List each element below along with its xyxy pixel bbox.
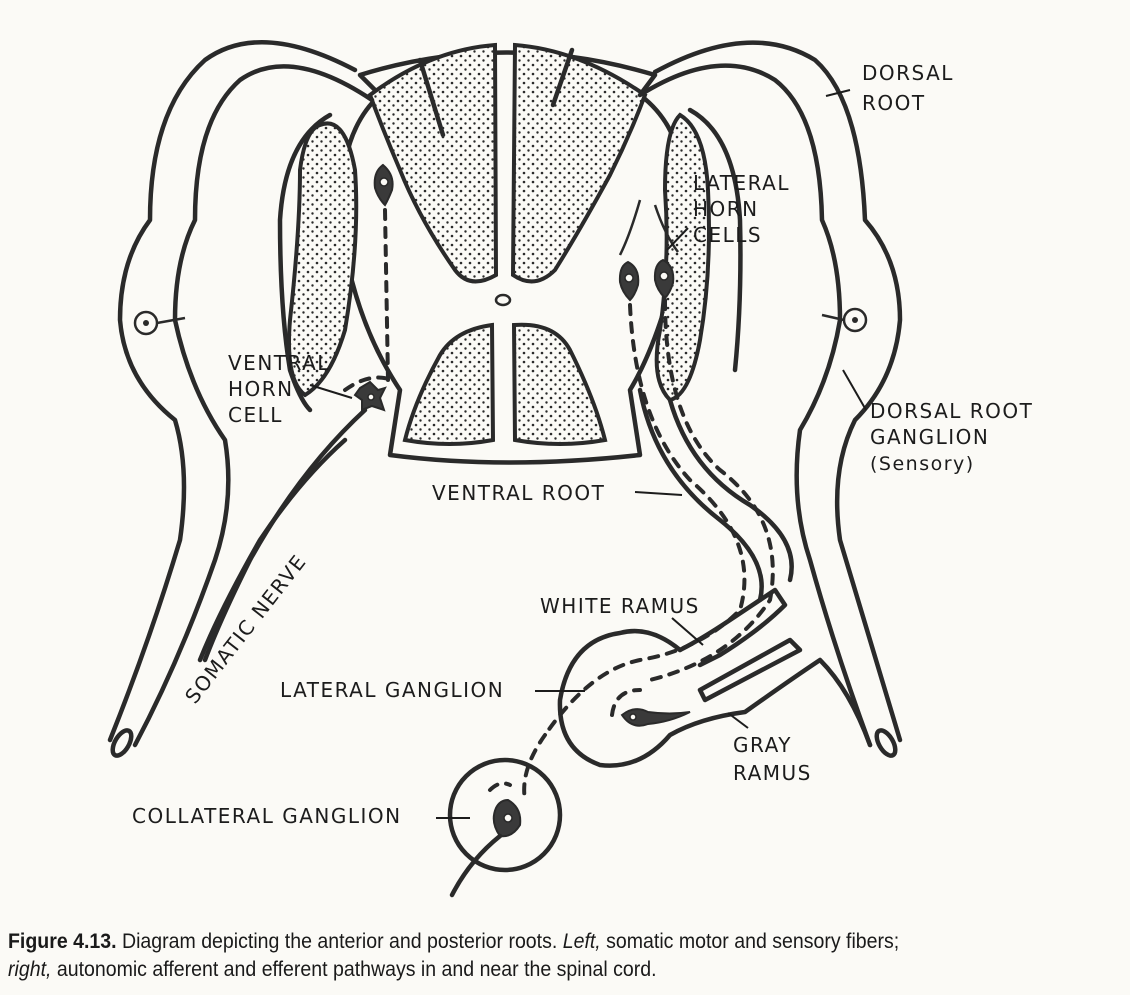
svg-text:WHITE RAMUS: WHITE RAMUS xyxy=(540,594,700,618)
figure-number: Figure 4.13. xyxy=(8,930,117,953)
dorsal-grey-right xyxy=(510,42,648,284)
ventral-grey-left xyxy=(402,322,496,446)
svg-text:VENTRAL ROOT: VENTRAL ROOT xyxy=(432,481,605,505)
left-nerve xyxy=(107,39,394,758)
label-dorsal-root-ganglion: DORSAL ROOT GANGLION (Sensory) xyxy=(842,369,1033,475)
label-collateral-ganglion: COLLATERAL GANGLION xyxy=(132,804,470,828)
label-lateral-ganglion: LATERAL GANGLION xyxy=(280,678,585,702)
svg-text:HORN: HORN xyxy=(693,197,759,221)
svg-text:LATERAL GANGLION: LATERAL GANGLION xyxy=(280,678,504,702)
svg-text:LATERAL: LATERAL xyxy=(693,171,790,195)
svg-text:RAMUS: RAMUS xyxy=(733,761,812,785)
lateral-grey-right xyxy=(654,112,711,403)
central-canal xyxy=(494,293,512,307)
lateral-ganglion xyxy=(557,587,873,768)
svg-text:ROOT: ROOT xyxy=(862,91,926,115)
svg-text:GANGLION: GANGLION xyxy=(870,425,989,449)
spinal-cord xyxy=(287,42,711,465)
lateral-ganglion-cell xyxy=(620,708,691,727)
svg-text:(Sensory): (Sensory) xyxy=(870,453,975,475)
label-ventral-root: VENTRAL ROOT xyxy=(432,481,683,505)
svg-text:COLLATERAL GANGLION: COLLATERAL GANGLION xyxy=(132,804,402,828)
lateral-grey-left xyxy=(287,121,359,398)
label-white-ramus: WHITE RAMUS xyxy=(540,594,704,646)
label-ventral-horn-cell: VENTRAL HORN CELL xyxy=(228,351,353,427)
spinal-root-diagram: DORSAL ROOT LATERAL HORN CELLS VENTRAL H… xyxy=(107,39,1033,898)
svg-text:HORN: HORN xyxy=(228,377,294,401)
svg-text:CELLS: CELLS xyxy=(693,223,762,247)
caption-right: right, xyxy=(8,958,52,981)
svg-text:DORSAL: DORSAL xyxy=(862,61,954,85)
caption-text: somatic motor and sensory fibers; xyxy=(600,930,900,953)
figure-caption: Figure 4.13. Diagram depicting the anter… xyxy=(8,928,1045,984)
collateral-ganglion xyxy=(447,733,563,898)
caption-left: Left, xyxy=(562,930,601,953)
caption-text: autonomic afferent and efferent pathways… xyxy=(51,958,657,981)
label-gray-ramus: GRAY RAMUS xyxy=(727,712,812,785)
svg-text:VENTRAL: VENTRAL xyxy=(228,351,330,375)
dorsal-grey-left xyxy=(367,42,499,284)
label-lateral-horn-cells: LATERAL HORN CELLS xyxy=(666,171,790,251)
right-nerve xyxy=(543,40,903,758)
svg-text:GRAY: GRAY xyxy=(733,733,792,757)
svg-text:DORSAL ROOT: DORSAL ROOT xyxy=(870,399,1033,423)
ventral-grey-right xyxy=(511,322,608,446)
label-dorsal-root: DORSAL ROOT xyxy=(825,61,954,115)
svg-text:CELL: CELL xyxy=(228,403,283,427)
caption-text: Diagram depicting the anterior and poste… xyxy=(116,930,563,953)
